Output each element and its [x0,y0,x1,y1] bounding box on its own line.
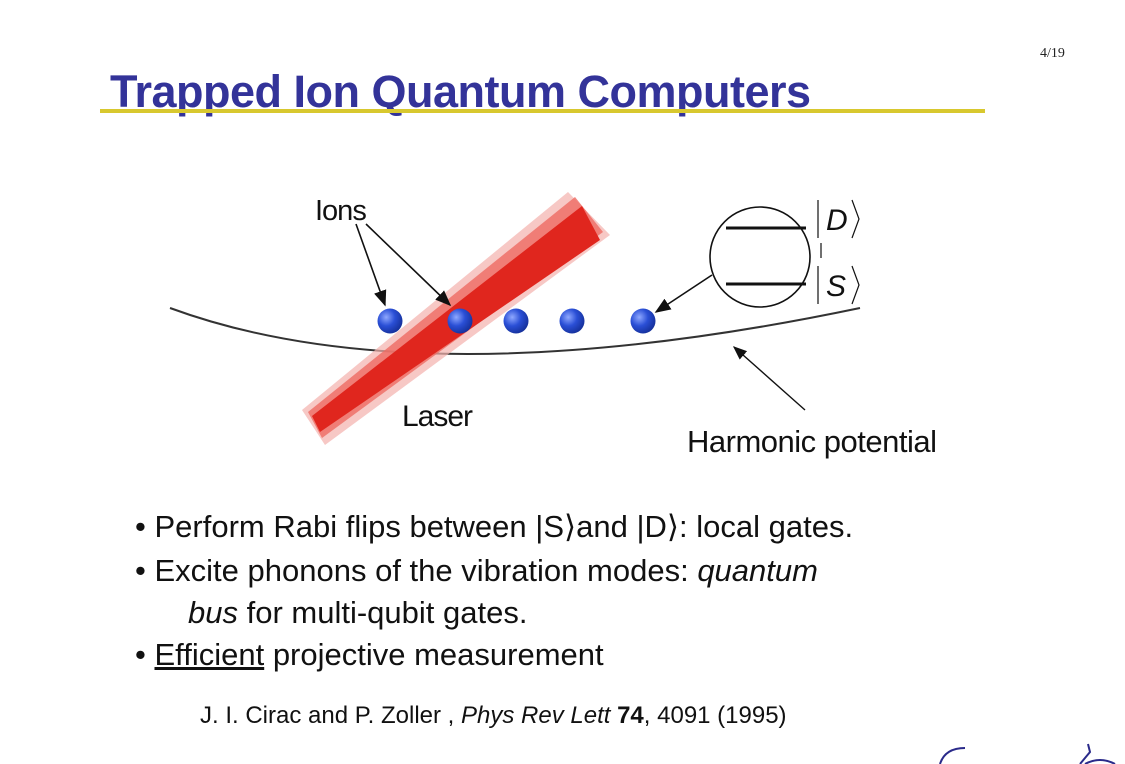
bullet-list: • Perform Rabi flips between |S⟩and |D⟩:… [135,505,853,677]
ion-4 [559,308,585,334]
ions-arrow-1 [355,223,387,307]
bullet-3: • Efficient projective measurement [135,637,604,672]
bullet-2: • Excite phonons of the vibration modes:… [135,553,818,588]
ion-5 [630,308,656,334]
ion-1 [377,308,403,334]
page-number: 4/19 [1040,46,1065,61]
laser-label: Laser [402,400,473,433]
level-arrow [654,274,713,313]
bullet-1: • Perform Rabi flips between |S⟩and |D⟩:… [135,509,854,544]
bullet-2-continued: bus for multi-qubit gates. [188,595,528,630]
ion-2 [447,308,473,334]
citation: J. I. Cirac and P. Zoller , Phys Rev Let… [200,702,787,729]
potential-arrow [732,346,806,411]
slide-title: Trapped Ion Quantum Computers [110,66,811,117]
energy-level-bubble [709,206,811,308]
signature-fragment [939,743,1116,764]
ions-arrow-2 [365,223,452,307]
title-underline [100,109,985,113]
harmonic-potential-curve [169,307,861,355]
potential-label: Harmonic potential [687,424,936,459]
state-s-label: S [826,270,846,303]
state-d-label: D [826,204,848,237]
ion-3 [503,308,529,334]
ions-label: Ions [315,195,366,227]
